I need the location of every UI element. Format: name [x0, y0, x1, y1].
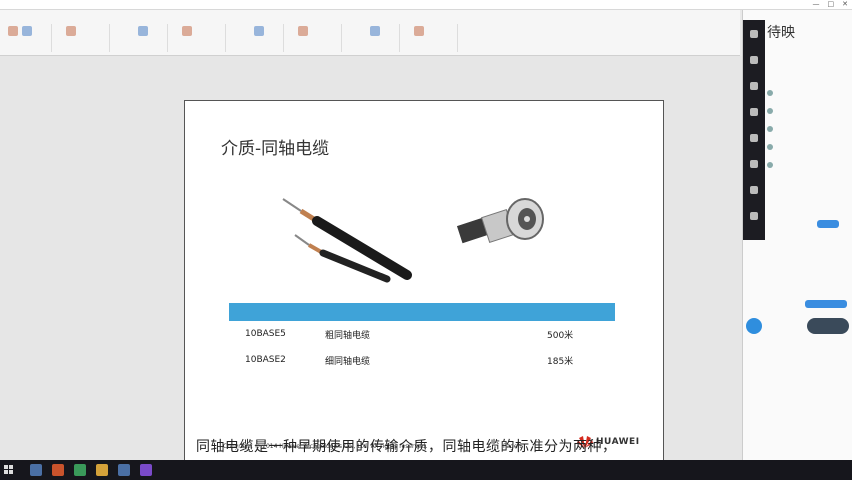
ribbon-groups [4, 24, 458, 52]
avatar [767, 90, 773, 96]
taskbar-app-icon[interactable] [74, 464, 86, 476]
workspace: 介质-同轴电缆 10BASE5 粗同轴电缆 5 [0, 56, 742, 462]
chat-bubble [817, 220, 839, 228]
taskbar-apps [30, 464, 152, 476]
side-panel-header: 待映 [767, 25, 795, 41]
video-subtitle: 同轴电缆是一种早期使用的传输介质，同轴电缆的标准分为两种， [196, 439, 617, 455]
avatar [767, 144, 773, 150]
ribbon-tool-icon [298, 26, 308, 36]
maximize-button[interactable]: □ [827, 0, 835, 8]
chat-side-panel: 待映 [742, 10, 852, 460]
list-item[interactable] [767, 122, 851, 140]
avatar [767, 162, 773, 168]
window-controls: — □ ✕ [813, 0, 849, 8]
ribbon-tool-icon [182, 26, 192, 36]
taskbar-app-icon[interactable] [96, 464, 108, 476]
table-cell: 10BASE5 [245, 329, 286, 339]
ribbon-group-8[interactable] [410, 24, 458, 52]
coaxial-cable-image [282, 198, 412, 283]
table-cell: 细同轴电缆 [325, 356, 371, 367]
ribbon-group-5[interactable] [236, 24, 284, 52]
ribbon [0, 10, 740, 56]
windows-start-icon[interactable] [4, 465, 14, 475]
rail-icon[interactable] [750, 212, 758, 220]
taskbar-app-icon[interactable] [118, 464, 130, 476]
ribbon-group-7[interactable] [352, 24, 400, 52]
taskbar-app-icon[interactable] [30, 464, 42, 476]
ribbon-tool-icon [254, 26, 264, 36]
slide-title: 介质-同轴电缆 [221, 139, 330, 159]
table-cell: 500米 [547, 330, 574, 341]
ribbon-tool-icon [414, 26, 424, 36]
reply-button[interactable] [807, 318, 849, 334]
spec-table: 10BASE5 粗同轴电缆 500米 10BASE2 细同轴电缆 185米 [229, 303, 615, 373]
table-row: 10BASE5 粗同轴电缆 500米 [229, 321, 615, 347]
huawei-logo: HUAWEI [577, 435, 640, 449]
ribbon-tool-icon [66, 26, 76, 36]
list-item[interactable] [767, 86, 851, 104]
taskbar-app-icon[interactable] [140, 464, 152, 476]
avatar [767, 126, 773, 132]
page-number: Page 5 [503, 443, 524, 450]
taskbar-app-icon[interactable] [52, 464, 64, 476]
huawei-logo-text: HUAWEI [596, 437, 640, 447]
bnc-connector-image [456, 198, 544, 244]
ribbon-group-6[interactable] [294, 24, 342, 52]
table-cell: 185米 [547, 356, 574, 367]
ribbon-group-1[interactable] [4, 24, 52, 52]
rail-icon[interactable] [750, 56, 758, 64]
ribbon-group-3[interactable] [120, 24, 168, 52]
rail-icon[interactable] [750, 108, 758, 116]
message-list [767, 86, 851, 176]
table-row: 10BASE2 细同轴电缆 185米 [229, 347, 615, 373]
chat-bubble [805, 300, 847, 308]
rail-icon[interactable] [750, 186, 758, 194]
close-button[interactable]: ✕ [842, 0, 848, 8]
table-header [229, 303, 615, 321]
list-item[interactable] [767, 158, 851, 176]
taskbar [0, 460, 852, 480]
rail-icon[interactable] [750, 160, 758, 168]
slide: 介质-同轴电缆 10BASE5 粗同轴电缆 5 [184, 100, 664, 462]
title-bar: — □ ✕ [0, 0, 852, 10]
ribbon-tool-icon [22, 26, 32, 36]
table-cell: 10BASE2 [245, 355, 286, 365]
ribbon-tool-icon [8, 26, 18, 36]
side-rail [743, 20, 765, 240]
avatar [767, 108, 773, 114]
minimize-button[interactable]: — [812, 0, 820, 8]
rail-icon[interactable] [750, 134, 758, 142]
table-cell: 粗同轴电缆 [325, 330, 371, 341]
rail-icon[interactable] [750, 82, 758, 90]
ribbon-group-2[interactable] [62, 24, 110, 52]
list-item[interactable] [767, 140, 851, 158]
copyright-text: Copyright © 2014 Huawei Technologies Co.… [223, 443, 428, 450]
rail-icon[interactable] [750, 30, 758, 38]
ribbon-tool-icon [138, 26, 148, 36]
ribbon-group-4[interactable] [178, 24, 226, 52]
list-item[interactable] [767, 104, 851, 122]
huawei-petal-icon [577, 436, 593, 448]
ribbon-tool-icon [370, 26, 380, 36]
floating-assistant-button[interactable] [746, 318, 762, 334]
